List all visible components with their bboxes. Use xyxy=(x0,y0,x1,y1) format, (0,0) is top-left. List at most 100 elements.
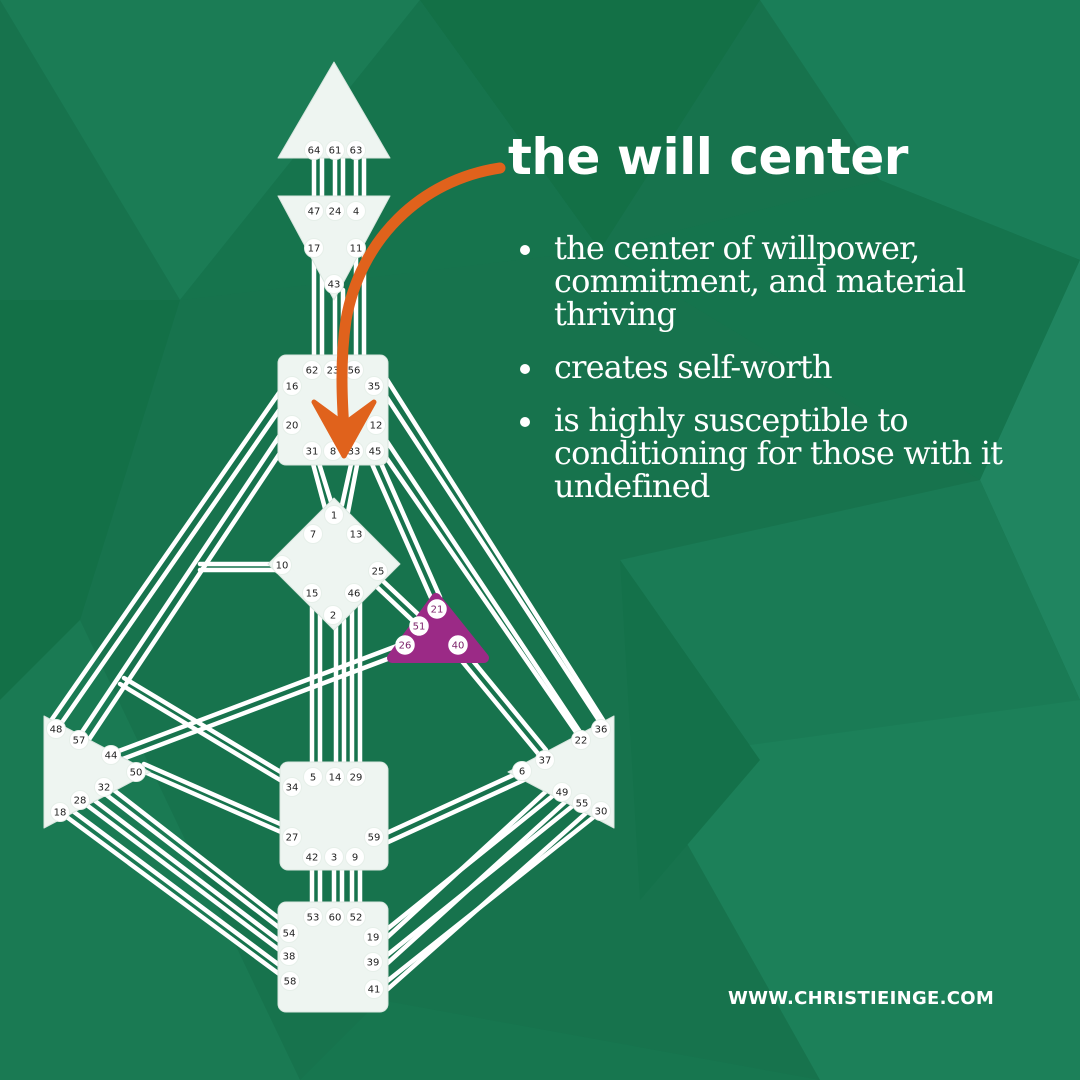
gate-label: 49 xyxy=(556,788,569,799)
gate-circle xyxy=(302,847,322,867)
bullet-text: creates self-worth xyxy=(554,348,833,386)
gate-label: 60 xyxy=(329,913,342,924)
gate-circle xyxy=(552,782,572,802)
gate-25: 25 xyxy=(368,561,388,581)
gate-42: 42 xyxy=(302,847,322,867)
gate-19: 19 xyxy=(363,927,383,947)
gate-label: 34 xyxy=(286,783,299,794)
gate-circle xyxy=(346,201,366,221)
gate-circle xyxy=(571,730,591,750)
bullet-item: the center of willpower, commitment, and… xyxy=(520,232,1020,331)
gate-circle xyxy=(325,201,345,221)
gate-4: 4 xyxy=(346,201,366,221)
gate-circle xyxy=(346,140,366,160)
bullet-item: is highly susceptible to conditioning fo… xyxy=(520,404,1020,503)
gate-label: 57 xyxy=(73,736,86,747)
gate-label: 25 xyxy=(372,567,385,578)
bullet-dot xyxy=(520,417,530,427)
gate-label: 64 xyxy=(308,146,321,157)
gate-label: 38 xyxy=(283,952,296,963)
gate-label: 54 xyxy=(283,929,296,940)
gate-label: 42 xyxy=(306,853,319,864)
gate-label: 32 xyxy=(98,783,111,794)
gate-label: 15 xyxy=(306,589,319,600)
gate-circle xyxy=(304,201,324,221)
gate-circle xyxy=(409,616,429,636)
gate-label: 43 xyxy=(328,280,341,291)
gate-26: 26 xyxy=(395,635,415,655)
gate-label: 37 xyxy=(539,756,552,767)
gate-circle xyxy=(282,415,302,435)
gate-5: 5 xyxy=(303,767,323,787)
gate-53: 53 xyxy=(303,907,323,927)
gate-circle xyxy=(363,927,383,947)
gate-circle xyxy=(303,767,323,787)
gate-3: 3 xyxy=(324,847,344,867)
gate-circle xyxy=(324,274,344,294)
gate-circle xyxy=(324,847,344,867)
gate-label: 21 xyxy=(431,605,444,616)
gate-label: 18 xyxy=(54,808,67,819)
gate-circle xyxy=(448,635,468,655)
gate-circle xyxy=(324,505,344,525)
gate-35: 35 xyxy=(364,376,384,396)
gate-circle xyxy=(272,555,292,575)
gate-60: 60 xyxy=(325,907,345,927)
gate-label: 62 xyxy=(306,366,319,377)
gate-circle xyxy=(512,761,532,781)
gate-10: 10 xyxy=(272,555,292,575)
gate-circle xyxy=(364,827,384,847)
gate-circle xyxy=(363,952,383,972)
gate-label: 13 xyxy=(350,530,363,541)
gate-6: 6 xyxy=(512,761,532,781)
gate-30: 30 xyxy=(591,801,611,821)
gate-label: 3 xyxy=(331,853,337,864)
gate-circle xyxy=(70,790,90,810)
gate-circle xyxy=(591,801,611,821)
gate-label: 9 xyxy=(352,853,358,864)
gate-54: 54 xyxy=(279,923,299,943)
gate-15: 15 xyxy=(302,583,322,603)
channels xyxy=(47,155,611,999)
gate-circle xyxy=(346,767,366,787)
gate-label: 28 xyxy=(74,796,87,807)
page-title: the will center xyxy=(508,128,908,186)
gate-label: 40 xyxy=(452,641,465,652)
gate-38: 38 xyxy=(279,946,299,966)
gate-circle xyxy=(304,238,324,258)
gate-label: 1 xyxy=(331,511,337,522)
gate-58: 58 xyxy=(280,971,300,991)
gate-51: 51 xyxy=(409,616,429,636)
gate-46: 46 xyxy=(344,583,364,603)
gate-label: 48 xyxy=(50,725,63,736)
gate-circle xyxy=(535,750,555,770)
gate-circle xyxy=(344,583,364,603)
gate-label: 24 xyxy=(329,207,342,218)
gate-circle xyxy=(427,599,447,619)
gate-49: 49 xyxy=(552,782,572,802)
gate-label: 36 xyxy=(595,725,608,736)
gate-label: 45 xyxy=(369,447,382,458)
gate-circle xyxy=(302,360,322,380)
gate-circle xyxy=(94,777,114,797)
gate-circle xyxy=(323,605,343,625)
gate-32: 32 xyxy=(94,777,114,797)
website-url: WWW.CHRISTIEINGE.COM xyxy=(728,988,995,1009)
bullet-list: the center of willpower, commitment, and… xyxy=(520,232,1020,523)
gate-circle xyxy=(46,719,66,739)
gate-label: 27 xyxy=(286,833,299,844)
gate-label: 11 xyxy=(350,244,363,255)
gate-48: 48 xyxy=(46,719,66,739)
gate-40: 40 xyxy=(448,635,468,655)
gate-label: 7 xyxy=(310,530,316,541)
gate-circle xyxy=(395,635,415,655)
gate-7: 7 xyxy=(303,524,323,544)
root-center xyxy=(277,901,389,1013)
gate-circle xyxy=(302,583,322,603)
gate-circle xyxy=(126,762,146,782)
bullet-text: the center of willpower, commitment, and… xyxy=(554,229,966,333)
gate-62: 62 xyxy=(302,360,322,380)
gate-circle xyxy=(101,745,121,765)
gate-label: 29 xyxy=(350,773,363,784)
